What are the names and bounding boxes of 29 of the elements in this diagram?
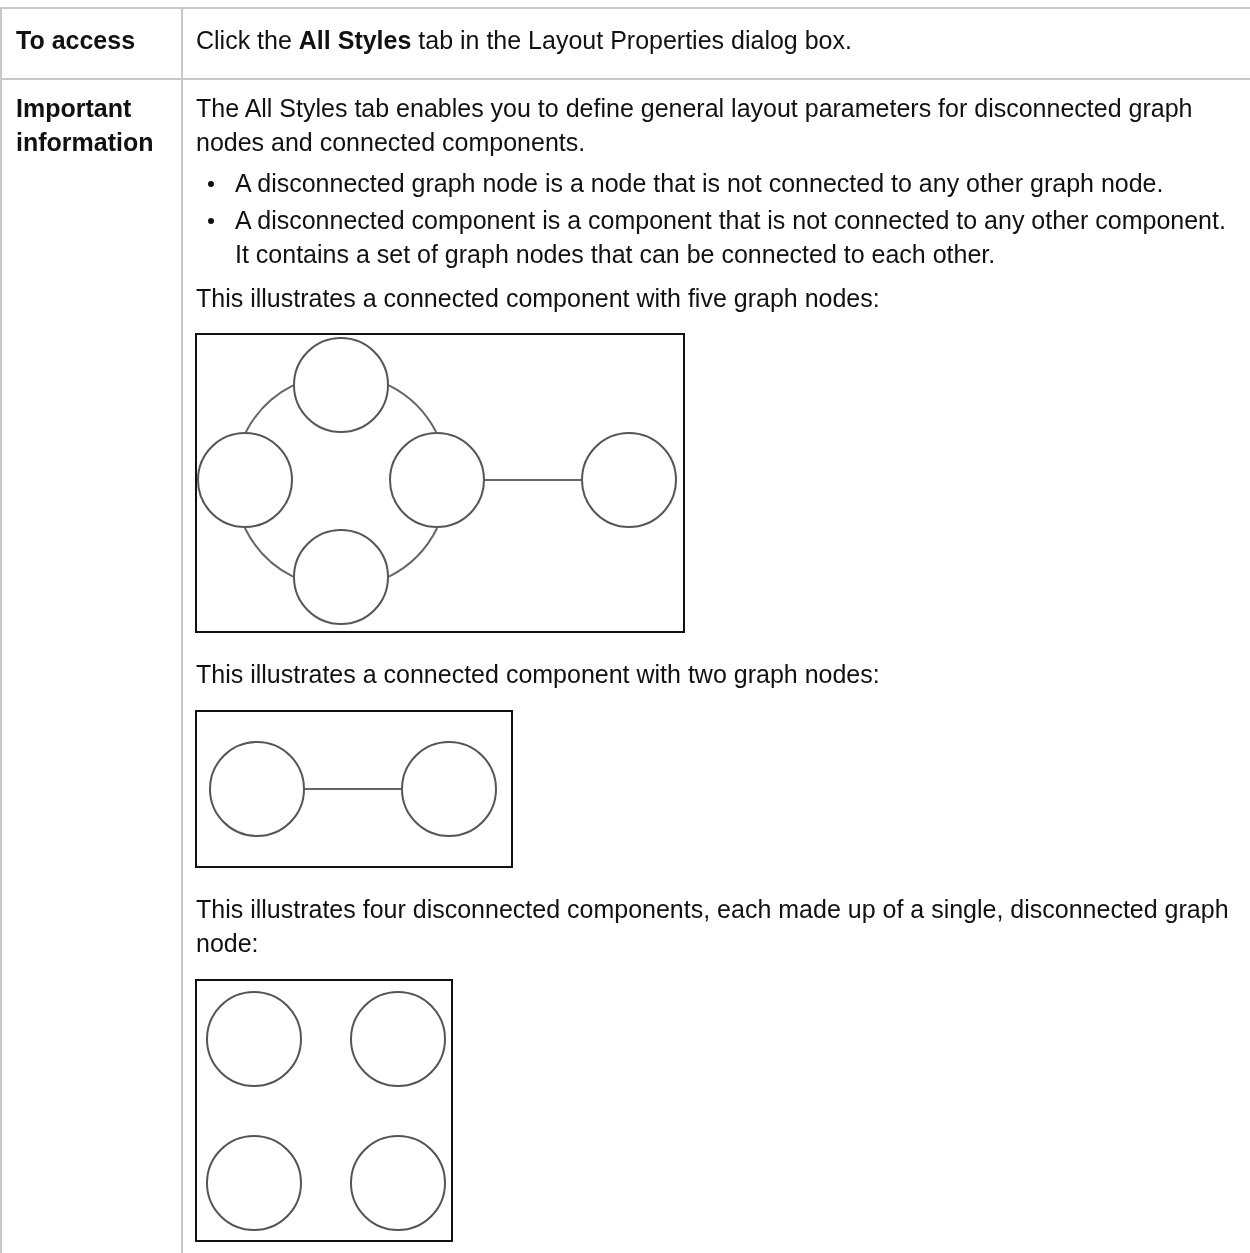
bullet-text: A disconnected component is a component that is not connected to any other component. It contains a set of graph nodes that can be connected to each other. [235, 205, 1227, 270]
circle-node [401, 741, 497, 837]
circle-node [350, 1135, 446, 1231]
frame-box [195, 979, 453, 1242]
circle-node [389, 432, 485, 528]
paragraph: This illustrates a connected component with five graph nodes: [196, 283, 881, 314]
connector-line [484, 479, 582, 481]
connector-line [388, 384, 438, 433]
connector-line [243, 527, 294, 578]
row-header: Important information [16, 93, 155, 158]
paragraph: The All Styles tab enables you to define general layout parameters for disconnected graph nodes and connected components. [196, 93, 1194, 158]
paragraph: This illustrates four disconnected components, each made up of a single, disconnected graph node: [196, 894, 1230, 959]
circle-node [350, 991, 446, 1087]
connector-line [244, 384, 294, 433]
circle-node [293, 337, 389, 433]
circle-node [206, 1135, 302, 1231]
paragraph: This illustrates a connected component with two graph nodes: [196, 659, 881, 690]
circle-node [581, 432, 677, 528]
frame-box [195, 710, 513, 868]
circle-node [197, 432, 293, 528]
circle-node [209, 741, 305, 837]
circle-node [293, 529, 389, 625]
bullet-text: A disconnected graph node is a node that is not connected to any other graph node. [235, 168, 1165, 199]
connector-line [304, 788, 402, 790]
connector-line [388, 527, 439, 578]
cell-text: Click the All Styles tab in the Layout Properties dialog box. [196, 25, 853, 56]
row-header: To access [16, 25, 137, 56]
frame-box [195, 333, 685, 633]
circle-node [206, 991, 302, 1087]
